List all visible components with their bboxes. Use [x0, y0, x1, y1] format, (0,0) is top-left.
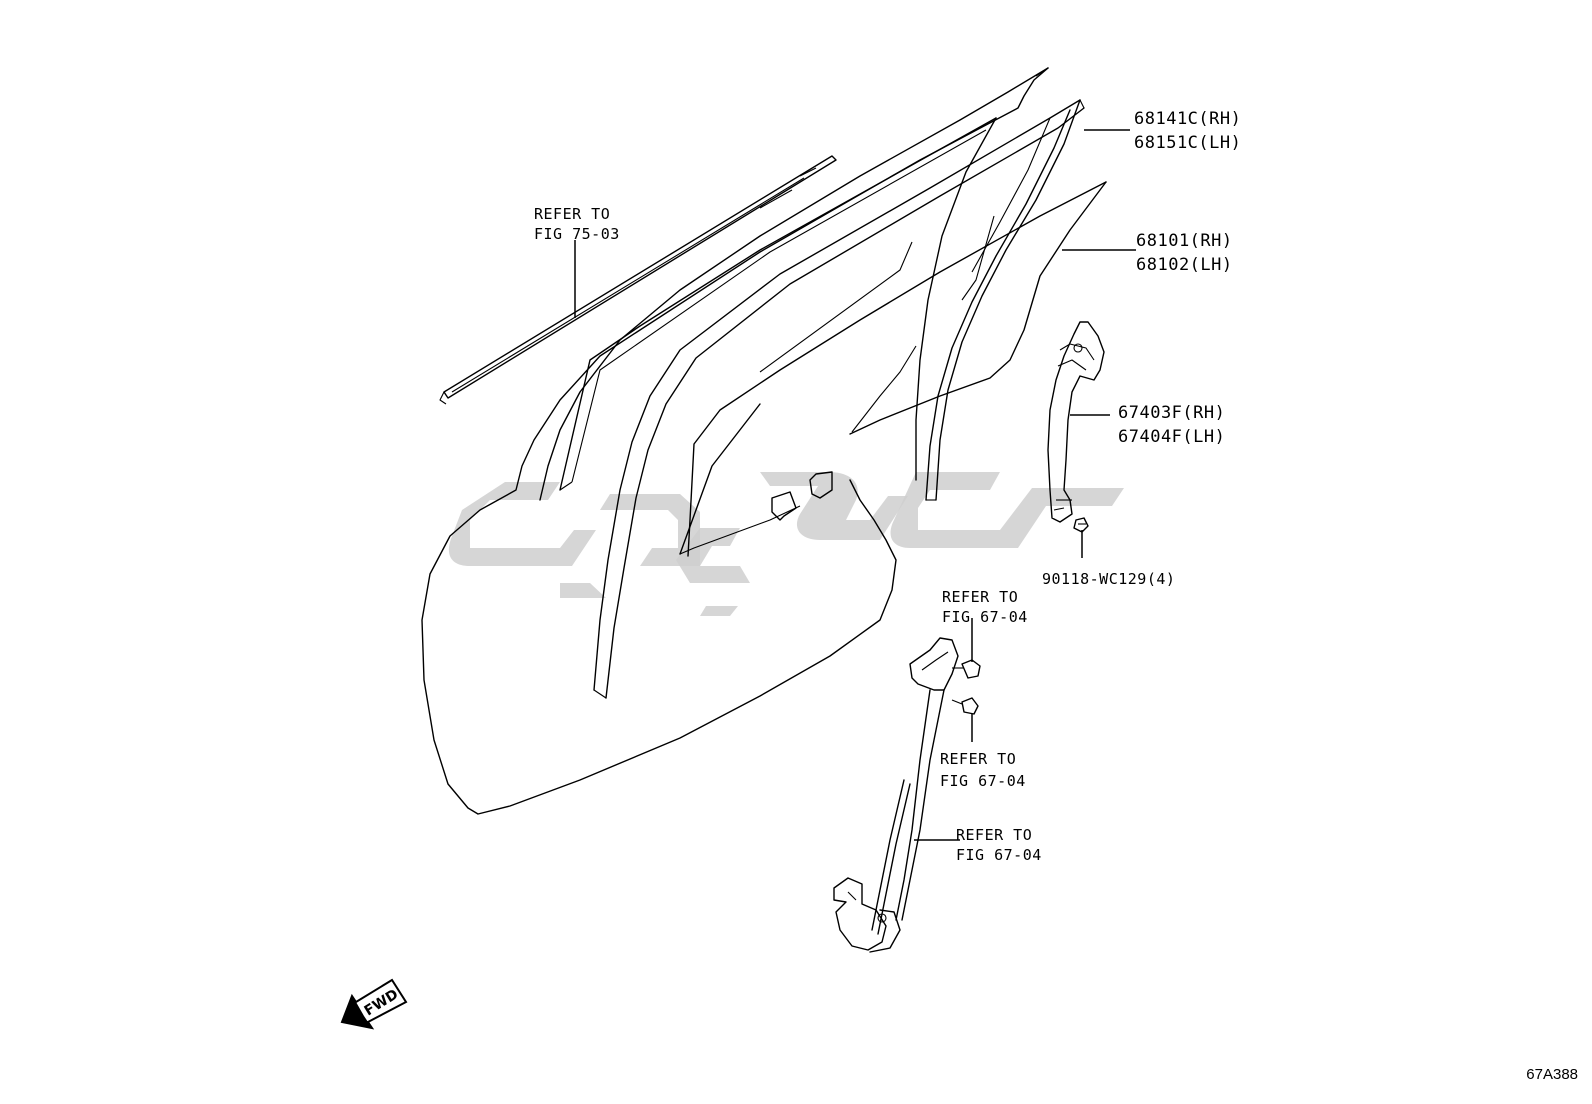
callout-door-glass: 68101(RH) 68102(LH): [1136, 231, 1233, 275]
fwd-arrow-icon: FWD: [340, 978, 408, 1030]
svg-text:FIG 67-04: FIG 67-04: [956, 846, 1042, 864]
callout-glass-channel: 68141C(RH) 68151C(LH): [1134, 109, 1241, 153]
svg-text:FIG 67-04: FIG 67-04: [940, 772, 1026, 790]
svg-text:67404F(LH): 67404F(LH): [1118, 427, 1225, 447]
regulator-bolt-lower: [951, 697, 979, 715]
figure-code: 67A388: [1526, 1066, 1578, 1083]
door-glass: [687, 181, 1107, 557]
svg-text:90118-WC129(4): 90118-WC129(4): [1042, 570, 1175, 588]
callout-bolt: 90118-WC129(4): [1042, 570, 1175, 588]
svg-text:REFER TO: REFER TO: [940, 750, 1016, 768]
door-panel: [421, 67, 1049, 815]
callout-ref-belt-moulding: REFER TO FIG 75-03: [534, 205, 620, 243]
watermark-logo: [448, 472, 1124, 616]
glass-run-channel: [593, 99, 1085, 699]
svg-text:FIG 67-04: FIG 67-04: [942, 608, 1028, 626]
bolt-90118: [1073, 517, 1089, 533]
callout-ref-regulator-bolt-lower: REFER TO FIG 67-04: [940, 750, 1026, 790]
svg-text:FIG 75-03: FIG 75-03: [534, 225, 620, 243]
callout-ref-regulator-bolt-upper: REFER TO FIG 67-04: [942, 588, 1028, 626]
svg-text:67403F(RH): 67403F(RH): [1118, 403, 1225, 423]
svg-text:REFER TO: REFER TO: [942, 588, 1018, 606]
regulator-bolt-upper: [952, 659, 981, 679]
callout-rear-channel: 67403F(RH) 67404F(LH): [1118, 403, 1225, 447]
svg-text:68102(LH): 68102(LH): [1136, 255, 1233, 275]
svg-text:REFER TO: REFER TO: [534, 205, 610, 223]
window-frame: [559, 117, 997, 555]
belt-moulding: [439, 155, 837, 405]
svg-text:REFER TO: REFER TO: [956, 826, 1032, 844]
rear-run-channel: [1047, 321, 1105, 523]
svg-text:68151C(LH): 68151C(LH): [1134, 133, 1241, 153]
svg-text:68141C(RH): 68141C(RH): [1134, 109, 1241, 129]
svg-text:68101(RH): 68101(RH): [1136, 231, 1233, 251]
window-regulator: [833, 637, 959, 953]
callout-ref-regulator: REFER TO FIG 67-04: [956, 826, 1042, 864]
